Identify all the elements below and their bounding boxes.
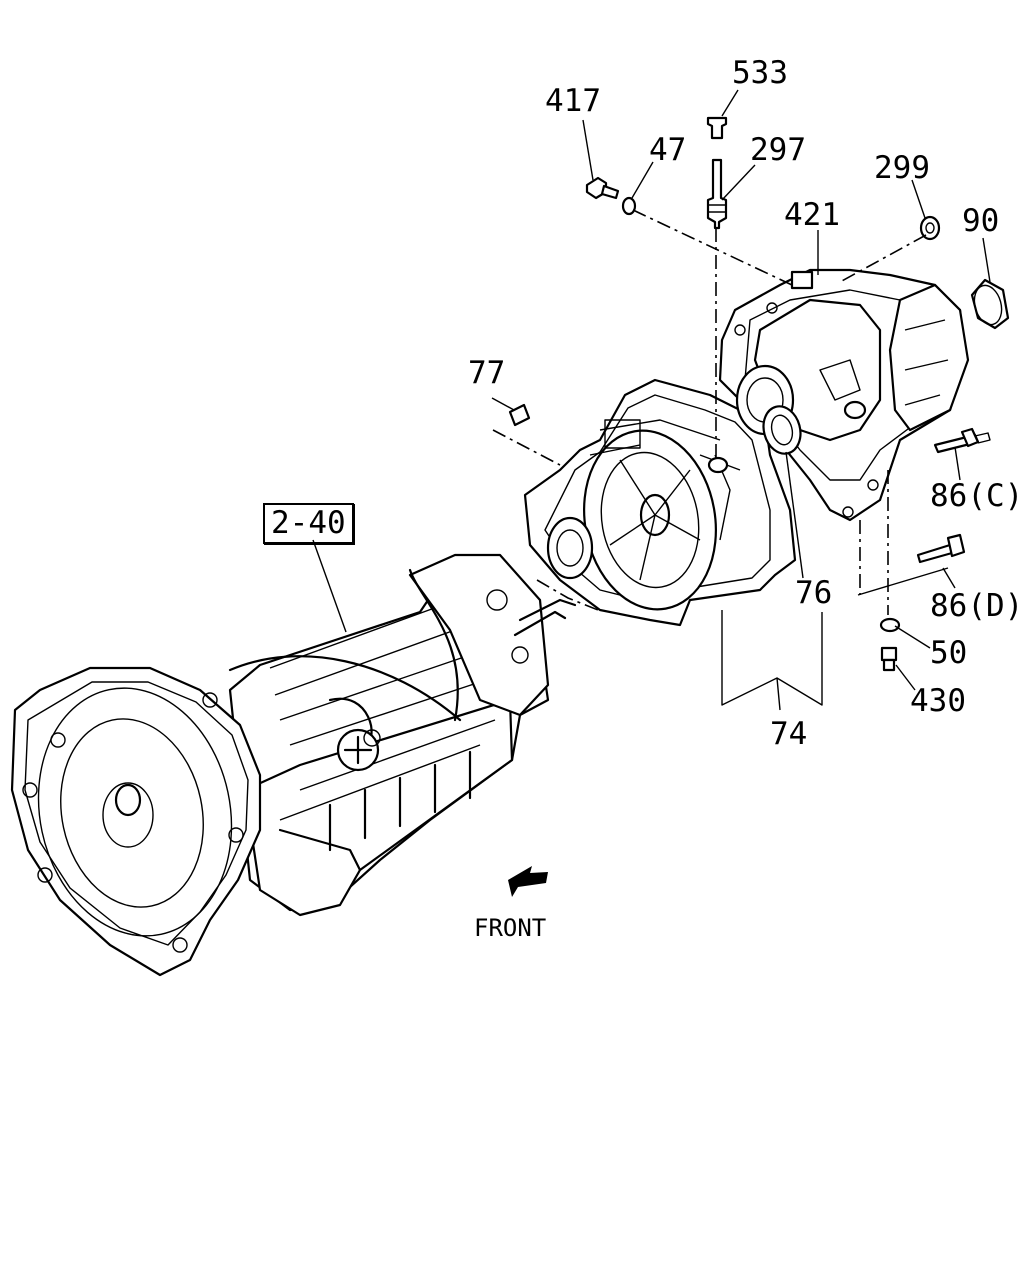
part-430-bolt <box>880 646 898 672</box>
part-533-plug <box>706 116 728 140</box>
part-76-seal <box>762 405 802 455</box>
part-label-76: 76 <box>795 575 833 611</box>
front-arrow-icon <box>508 866 548 897</box>
part-label-50: 50 <box>930 635 968 671</box>
part-86c-bolt <box>933 427 991 454</box>
part-label-74: 74 <box>770 716 808 752</box>
part-label-47: 47 <box>649 132 687 168</box>
part-label-77: 77 <box>468 355 506 391</box>
part-417-bolt <box>585 176 620 200</box>
part-299-bushing <box>919 215 941 241</box>
reference-box-2-40: 2-40 <box>263 503 354 544</box>
transfer-case-front-half <box>523 378 797 627</box>
part-77-dowel <box>508 403 531 427</box>
part-label-430: 430 <box>910 683 966 719</box>
part-label-299: 299 <box>874 150 930 186</box>
part-86d-bolt <box>916 533 966 564</box>
transfer-case-rear-421 <box>718 268 970 522</box>
part-47-washer <box>621 196 637 216</box>
automatic-transmission <box>10 553 577 977</box>
part-50-washer <box>879 617 901 633</box>
part-label-417: 417 <box>545 83 601 119</box>
leader-lines <box>312 89 991 711</box>
part-label-90: 90 <box>962 203 1000 239</box>
part-297-vent <box>706 158 728 230</box>
part-label-421: 421 <box>784 197 840 233</box>
alignment-lines <box>492 209 927 615</box>
part-label-86d: 86(D) <box>930 588 1024 624</box>
part-label-297: 297 <box>750 132 806 168</box>
part-label-533: 533 <box>732 55 788 91</box>
front-label: FRONT <box>474 914 547 942</box>
part-label-86c: 86(C) <box>930 478 1024 514</box>
part-90-seal <box>970 278 1010 330</box>
